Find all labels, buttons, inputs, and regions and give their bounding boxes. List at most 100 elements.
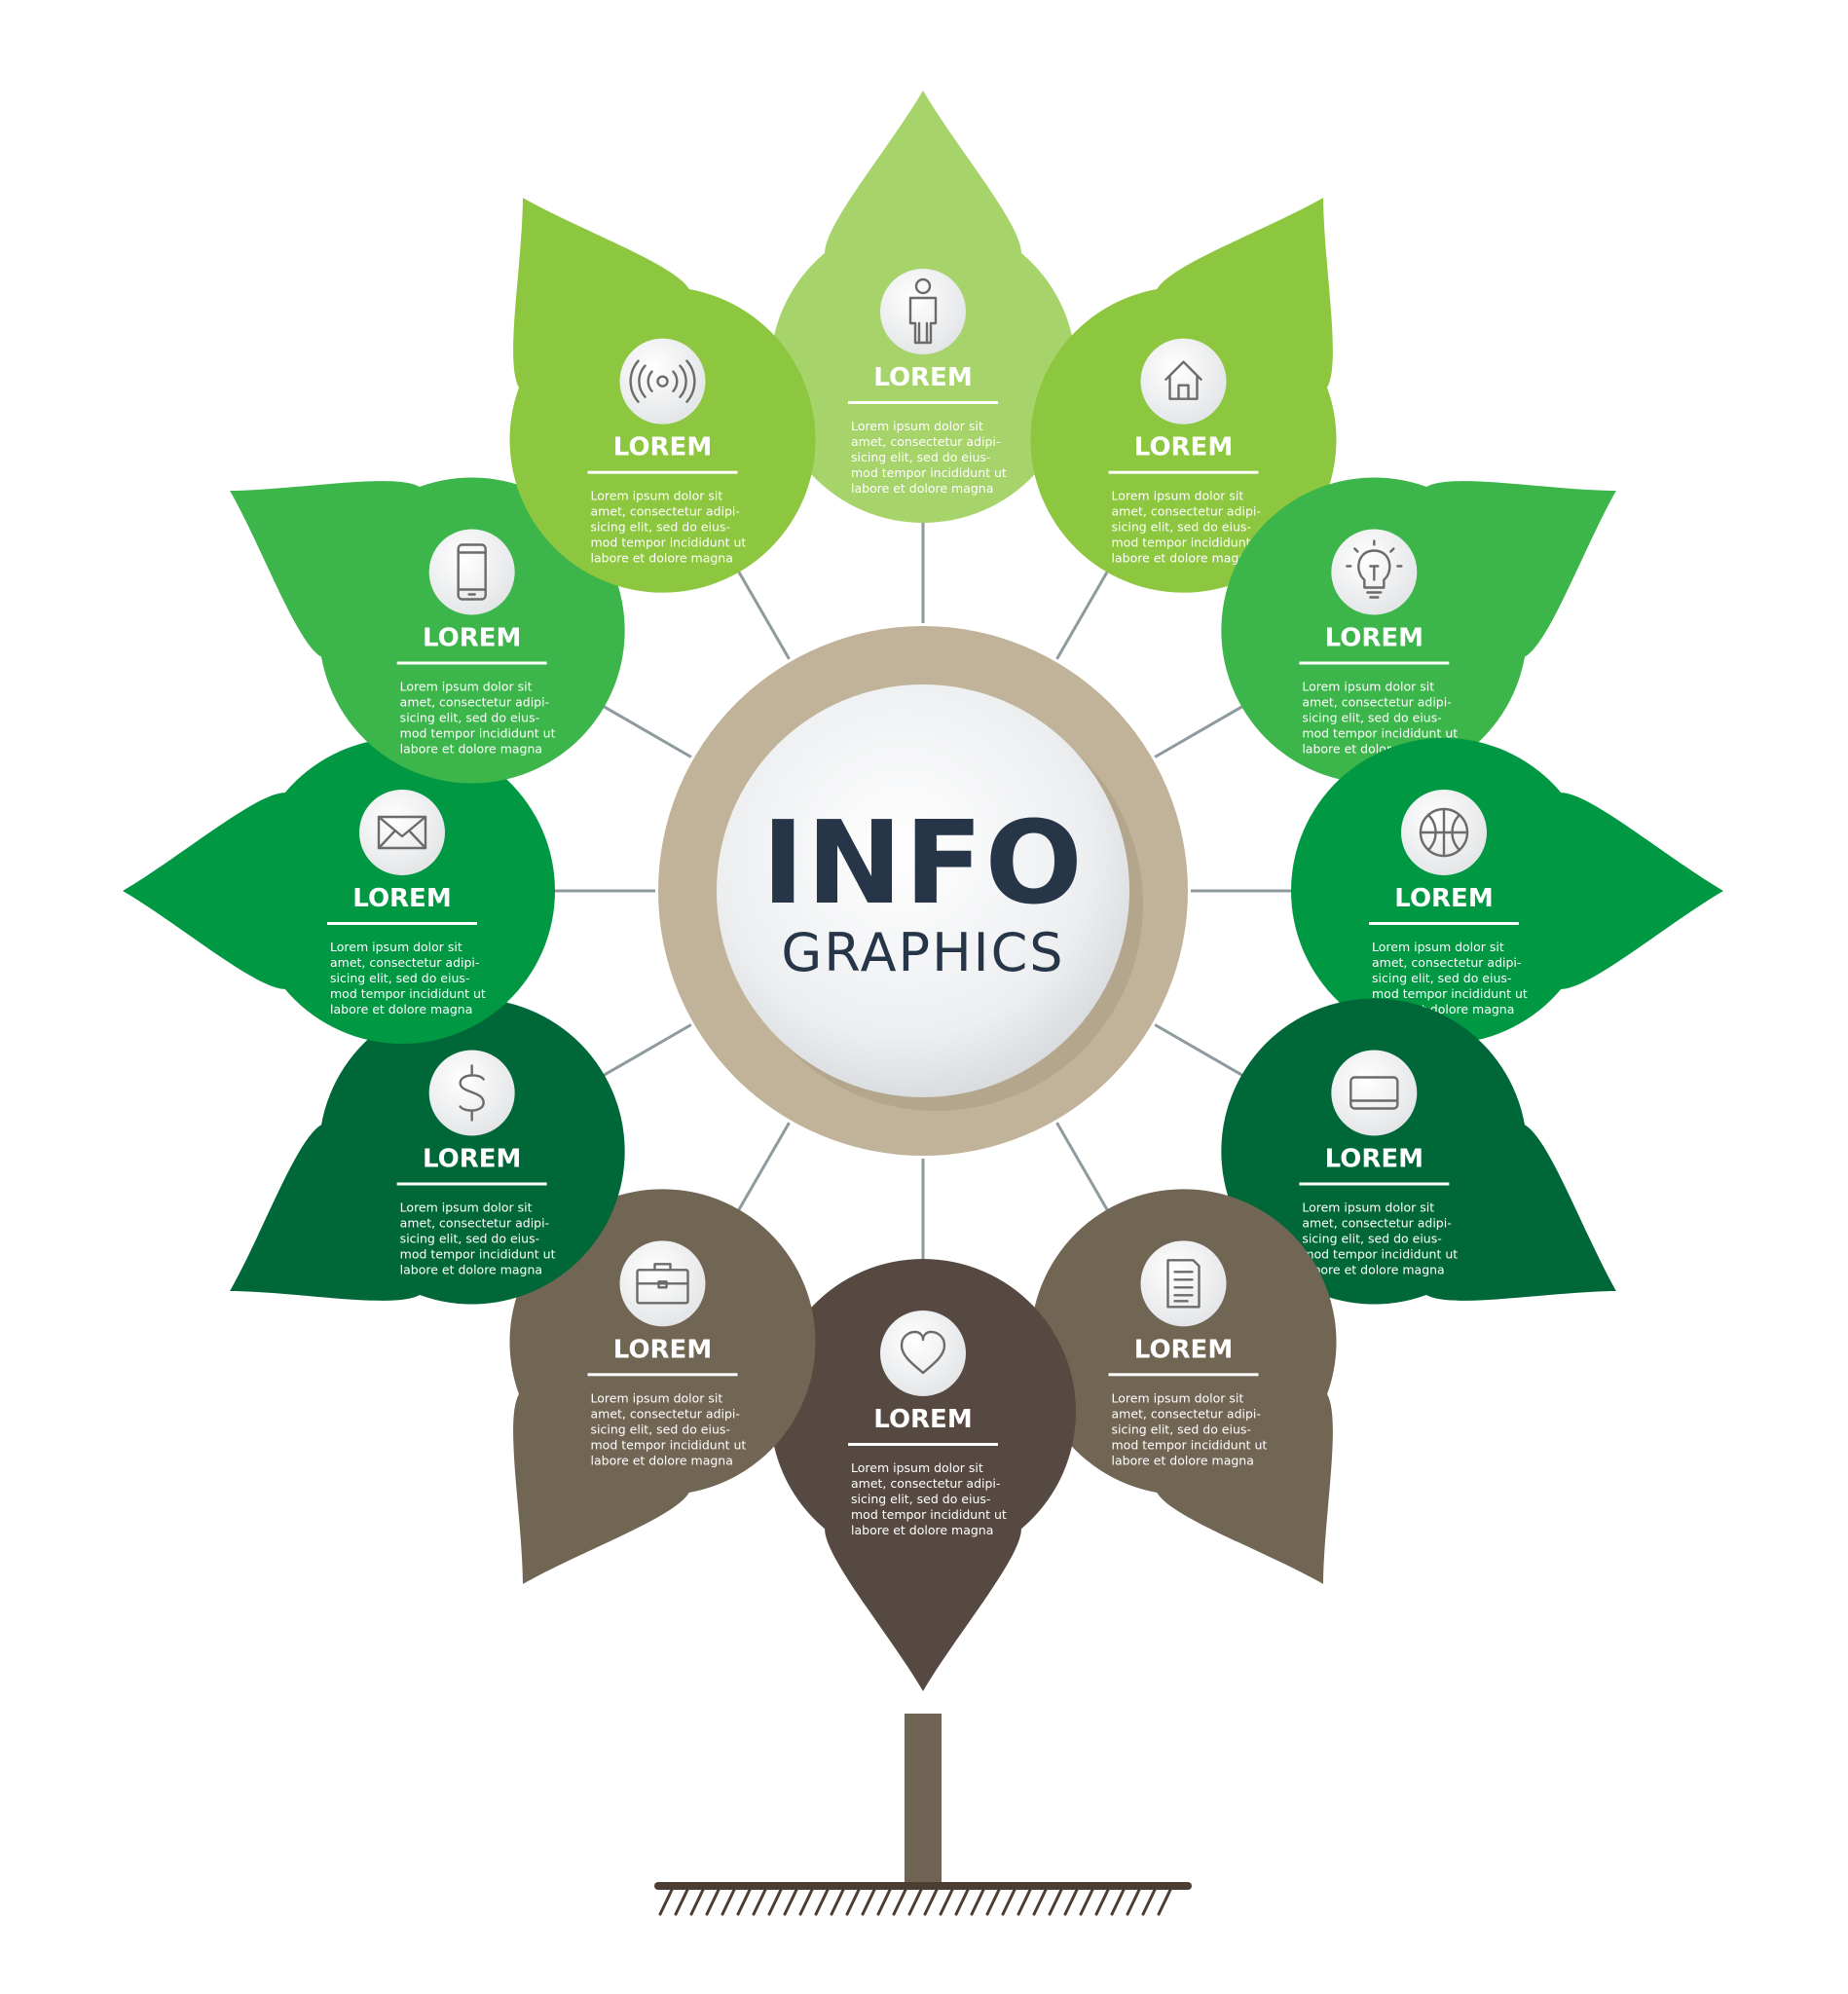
- petal-description-line: labore et dolore magna: [1112, 551, 1254, 566]
- label-underline: [848, 401, 998, 404]
- label-underline: [587, 1373, 738, 1377]
- ground-hatch-line: [1016, 1888, 1032, 1916]
- basketball-icon: [1419, 807, 1469, 858]
- petal-description-line: Lorem ipsum dolor sit: [1112, 489, 1244, 503]
- petal-description-line: mod tempor incididunt ut: [1112, 1437, 1268, 1452]
- ground-hatch-line: [954, 1888, 970, 1916]
- petal-description-line: mod tempor incididunt ut: [591, 535, 747, 550]
- ground-hatch-line: [705, 1888, 721, 1916]
- ground-hatch-line: [783, 1888, 798, 1916]
- wireless-signal-icon: [629, 359, 696, 403]
- ground-hatch-line: [1048, 1888, 1063, 1916]
- petal-description-line: labore et dolore magna: [591, 551, 733, 566]
- petal-description-line: labore et dolore magna: [400, 742, 542, 757]
- ground-hatch-line: [970, 1888, 985, 1916]
- ground-hatch-line: [907, 1888, 923, 1916]
- petal-description-line: amet, consectetur adipi-: [1112, 504, 1261, 519]
- ground-hatch-line: [1094, 1888, 1110, 1916]
- ground-hatch-line: [689, 1888, 705, 1916]
- ground-hatch-line: [1079, 1888, 1094, 1916]
- petal-description-line: Lorem ipsum dolor sit: [851, 419, 983, 433]
- petal-label: LOREM: [1325, 1145, 1423, 1174]
- petal-description-line: mod tempor incididunt ut: [851, 1507, 1007, 1522]
- center-disc: [717, 684, 1129, 1097]
- petal-description-line: amet, consectetur adipi-: [1372, 955, 1521, 970]
- label-underline: [1108, 470, 1259, 474]
- ground-hatch-line: [674, 1888, 689, 1916]
- petal-label: LOREM: [352, 884, 451, 913]
- ground-hatch-line: [923, 1888, 939, 1916]
- ground-hatch: [658, 1888, 1172, 1916]
- petal-label: LOREM: [613, 1335, 712, 1364]
- petal-description-line: sicing elit, sed do eius-: [851, 450, 990, 464]
- icon-badge: [428, 529, 515, 615]
- ground-hatch-line: [658, 1888, 674, 1916]
- petal-description-line: mod tempor incididunt ut: [851, 465, 1007, 480]
- petal-label: LOREM: [1394, 884, 1493, 913]
- petal-description-line: mod tempor incididunt ut: [330, 986, 486, 1001]
- petal-description-line: mod tempor incididunt ut: [1112, 535, 1268, 550]
- petal-description-line: amet, consectetur adipi-: [851, 434, 1000, 449]
- petal-shape: [230, 998, 625, 1305]
- petal-description-line: sicing elit, sed do eius-: [330, 971, 469, 985]
- petal-description-line: sicing elit, sed do eius-: [400, 711, 539, 725]
- label-underline: [396, 1182, 547, 1186]
- petal-description-line: sicing elit, sed do eius-: [591, 1422, 730, 1436]
- petal-description-line: Lorem ipsum dolor sit: [1372, 940, 1504, 954]
- petal-description-line: labore et dolore magna: [400, 1263, 542, 1277]
- icon-badge: [1140, 338, 1227, 425]
- petal-description-line: sicing elit, sed do eius-: [1302, 1232, 1441, 1246]
- center-hub: INFO GRAPHICS: [658, 626, 1188, 1156]
- ground-hatch-line: [1032, 1888, 1048, 1916]
- petal-description-line: sicing elit, sed do eius-: [1372, 971, 1511, 985]
- ground-hatch-line: [845, 1888, 861, 1916]
- petal-description-line: labore et dolore magna: [591, 1453, 733, 1467]
- label-underline: [1108, 1373, 1259, 1377]
- icon-badge: [359, 790, 445, 875]
- ground-hatch-line: [814, 1888, 830, 1916]
- petal-description-line: amet, consectetur adipi-: [400, 695, 549, 710]
- ground-hatch-line: [876, 1888, 892, 1916]
- petal-description-line: labore et dolore magna: [330, 1002, 472, 1016]
- dollar-icon: [459, 1064, 485, 1122]
- petal-description-line: sicing elit, sed do eius-: [591, 520, 730, 535]
- petal-description-line: amet, consectetur adipi-: [851, 1476, 1000, 1491]
- laptop-icon: [1349, 1076, 1399, 1110]
- petal-description-line: Lorem ipsum dolor sit: [1302, 1200, 1434, 1215]
- label-underline: [396, 661, 547, 665]
- petal-label: LOREM: [1134, 1335, 1233, 1364]
- petal-description-line: sicing elit, sed do eius-: [400, 1232, 539, 1246]
- petal-description-line: amet, consectetur adipi-: [400, 1216, 549, 1231]
- petal-description-line: amet, consectetur adipi-: [591, 1406, 740, 1421]
- center-title: INFO: [761, 795, 1085, 930]
- icon-badge: [1140, 1240, 1227, 1327]
- petal-description-line: mod tempor incididunt ut: [400, 1247, 556, 1262]
- petal-description-line: labore et dolore magna: [851, 481, 993, 496]
- ground-hatch-line: [721, 1888, 736, 1916]
- person-icon: [908, 277, 938, 345]
- petal-label: LOREM: [423, 1145, 521, 1174]
- label-underline: [848, 1443, 998, 1446]
- ground-hatch-line: [939, 1888, 954, 1916]
- petal-description-line: amet, consectetur adipi-: [1302, 695, 1451, 710]
- ground-hatch-line: [861, 1888, 876, 1916]
- ground-hatch-line: [985, 1888, 1001, 1916]
- petal-description-line: mod tempor incididunt ut: [1302, 1247, 1458, 1262]
- petal-description-line: mod tempor incididunt ut: [1372, 986, 1528, 1001]
- label-underline: [1299, 661, 1450, 665]
- petal-description-line: mod tempor incididunt ut: [591, 1437, 747, 1452]
- ground-hatch-line: [767, 1888, 783, 1916]
- petal-shape: [1291, 738, 1723, 1044]
- petal-shape: [123, 738, 555, 1044]
- petal-label: LOREM: [1325, 624, 1423, 653]
- petal-description-line: amet, consectetur adipi-: [1302, 1216, 1451, 1231]
- petal-label: LOREM: [1134, 433, 1233, 462]
- petal-description-line: Lorem ipsum dolor sit: [1112, 1390, 1244, 1405]
